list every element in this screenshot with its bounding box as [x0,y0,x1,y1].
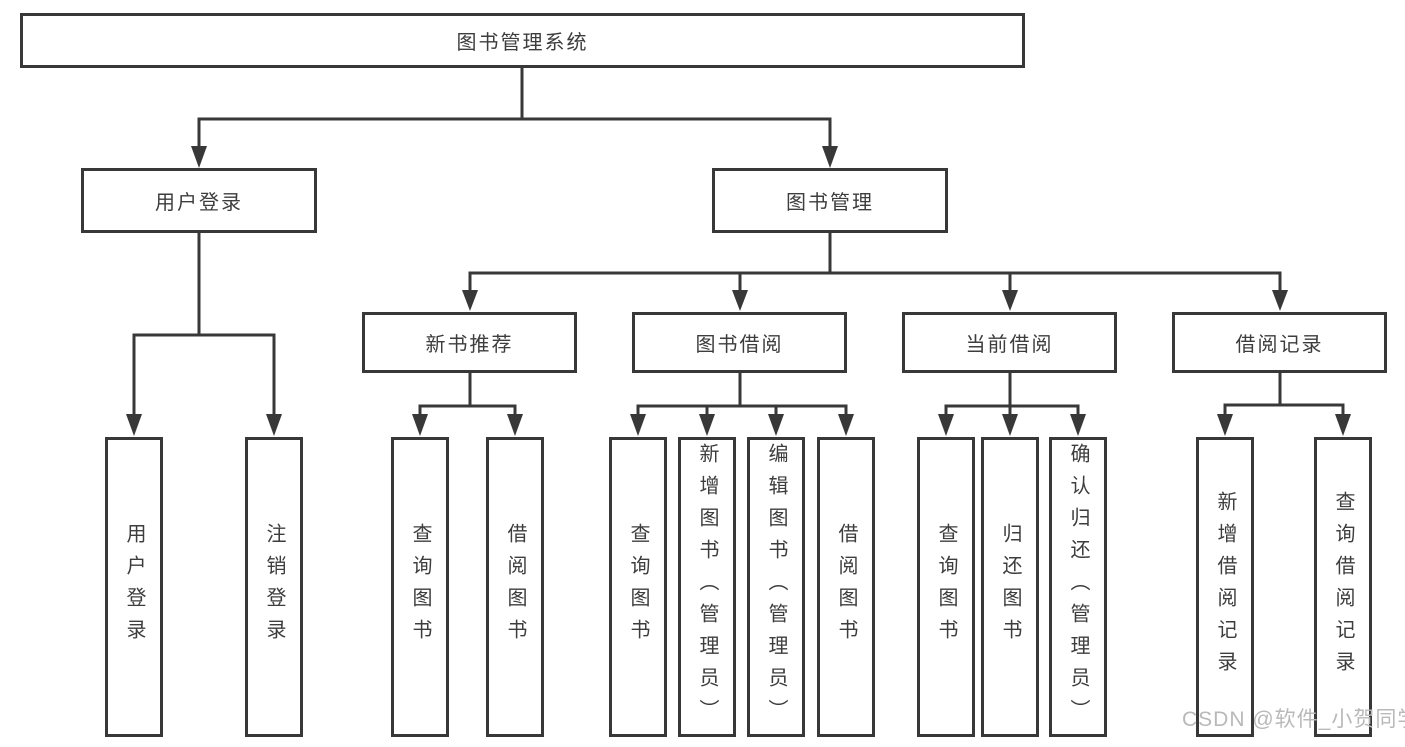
leaf-query-books-current: 查询图书 [917,437,975,737]
node-book-management: 图书管理 [712,168,948,233]
leaf-add-books-admin: 新增图书（管理员） [678,437,736,737]
leaf-return-books: 归还图书 [981,437,1039,737]
arrowheads [126,146,1351,436]
node-user-login: 用户登录 [81,168,317,233]
leaf-borrow-books-recommend: 借阅图书 [486,437,544,737]
leaf-query-borrow-record: 查询借阅记录 [1314,437,1372,737]
leaf-add-borrow-record: 新增借阅记录 [1196,437,1254,737]
node-library-management-system: 图书管理系统 [20,13,1025,68]
leaf-confirm-return-admin: 确认归还（管理员） [1049,437,1107,737]
leaf-query-books-recommend: 查询图书 [391,437,449,737]
node-new-book-recommend: 新书推荐 [362,312,577,373]
leaf-borrow-books-borrowing: 借阅图书 [817,437,875,737]
leaf-logout: 注销登录 [245,437,303,737]
leaf-query-books-borrowing: 查询图书 [609,437,667,737]
leaf-edit-books-admin: 编辑图书（管理员） [747,437,805,737]
node-current-borrowing: 当前借阅 [902,312,1117,373]
node-borrowing-records: 借阅记录 [1172,312,1387,373]
node-book-borrowing: 图书借阅 [632,312,847,373]
leaf-user-login: 用户登录 [105,437,163,737]
csdn-watermark: CSDN @软件_小贺同学 [1182,708,1405,731]
